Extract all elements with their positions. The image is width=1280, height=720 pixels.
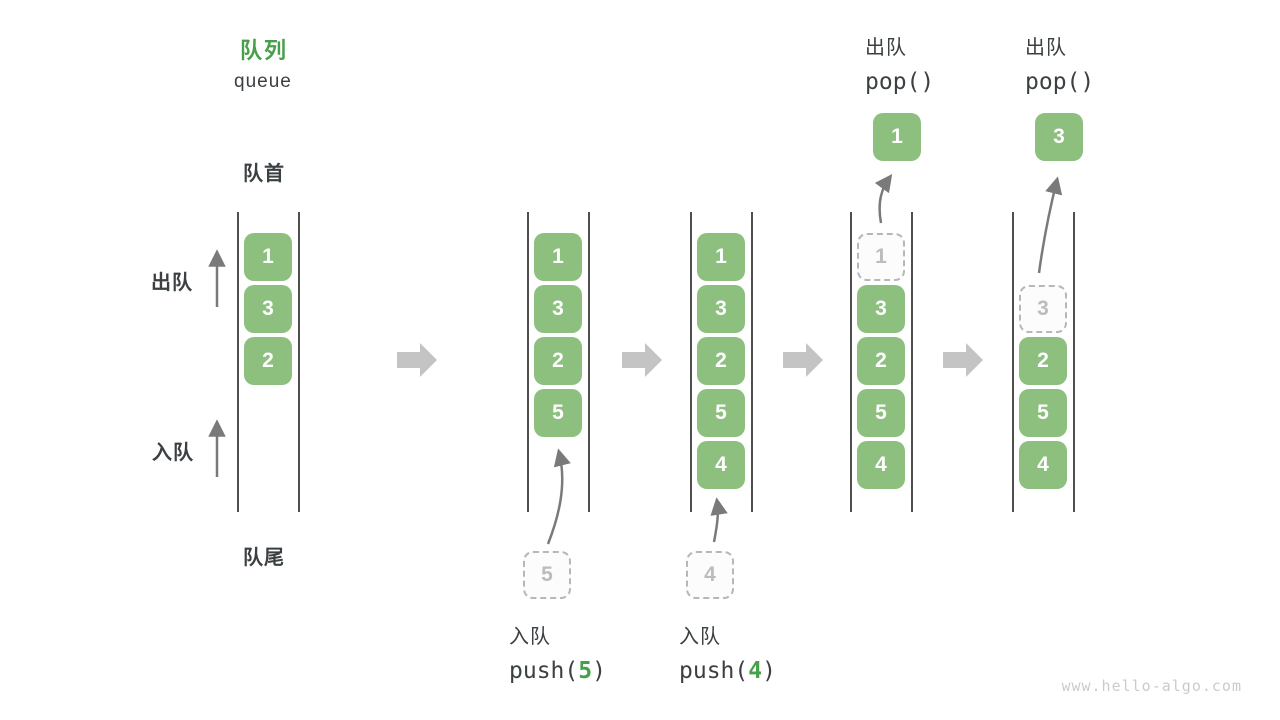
- label-queue-front: 队首: [243, 163, 285, 185]
- queue-wall-line: [1012, 212, 1014, 512]
- queue-wall-line: [751, 212, 753, 512]
- op-pop2-label: 出队: [1025, 37, 1067, 59]
- queue-cell-removed: 3: [1019, 285, 1067, 333]
- step-arrow-2: [622, 343, 662, 377]
- op-pop1-code: pop(): [865, 69, 935, 95]
- step-arrow-1: [397, 343, 437, 377]
- queue-cell: 4: [857, 441, 905, 489]
- step-arrow-4: [943, 343, 983, 377]
- op-push5-label: 入队: [509, 626, 551, 648]
- queue-cell: 5: [534, 389, 582, 437]
- pop2-arrow: [1037, 176, 1063, 274]
- step-arrow-3: [783, 343, 823, 377]
- queue-wall-line: [237, 212, 239, 512]
- queue-wall-line: [850, 212, 852, 512]
- queue-wall-line: [588, 212, 590, 512]
- op-push4-code: push(4): [679, 658, 776, 684]
- queue-cell: 5: [1019, 389, 1067, 437]
- queue-wall-line: [911, 212, 913, 512]
- popped-value-box: 1: [873, 113, 921, 161]
- op-pop1: 出队 pop(): [865, 31, 934, 95]
- op-push4: 入队 push(4): [679, 620, 776, 684]
- queue-cell-removed: 1: [857, 233, 905, 281]
- queue-wall-line: [298, 212, 300, 512]
- queue-cell: 1: [697, 233, 745, 281]
- op-pop1-label: 出队: [865, 37, 907, 59]
- queue-cell: 3: [534, 285, 582, 333]
- queue-cell: 4: [1019, 441, 1067, 489]
- queue-cell: 2: [697, 337, 745, 385]
- queue-cell: 3: [244, 285, 292, 333]
- push5-arrow: [546, 448, 571, 545]
- label-enqueue-side: 入队: [152, 442, 194, 464]
- popped-value-box: 3: [1035, 113, 1083, 161]
- queue-wall-line: [690, 212, 692, 512]
- op-push5-code: push(5): [509, 658, 606, 684]
- op-push5: 入队 push(5): [509, 620, 606, 684]
- queue-cell: 3: [697, 285, 745, 333]
- queue-cell: 1: [244, 233, 292, 281]
- op-pop2-code: pop(): [1025, 69, 1095, 95]
- op-pop2: 出队 pop(): [1025, 31, 1094, 95]
- queue-cell: 2: [534, 337, 582, 385]
- diagram-title-en: queue: [234, 71, 292, 92]
- queue-cell: 2: [1019, 337, 1067, 385]
- push4-arrow: [710, 497, 728, 543]
- queue-cell: 2: [244, 337, 292, 385]
- label-dequeue-side: 出队: [151, 272, 193, 294]
- queue-wall-line: [527, 212, 529, 512]
- queue-cell: 3: [857, 285, 905, 333]
- op-push4-label: 入队: [679, 626, 721, 648]
- queue-cell: 4: [697, 441, 745, 489]
- watermark: www.hello-algo.com: [1061, 677, 1242, 695]
- staged-value-box: 4: [686, 551, 734, 599]
- queue-cell: 5: [857, 389, 905, 437]
- queue-cell: 1: [534, 233, 582, 281]
- queue-cell: 2: [857, 337, 905, 385]
- staged-value-box: 5: [523, 551, 571, 599]
- diagram-title-zh: 队列: [240, 38, 289, 63]
- queue-cell: 5: [697, 389, 745, 437]
- pop1-arrow: [874, 173, 893, 224]
- queue-wall-line: [1073, 212, 1075, 512]
- label-queue-rear: 队尾: [243, 547, 285, 569]
